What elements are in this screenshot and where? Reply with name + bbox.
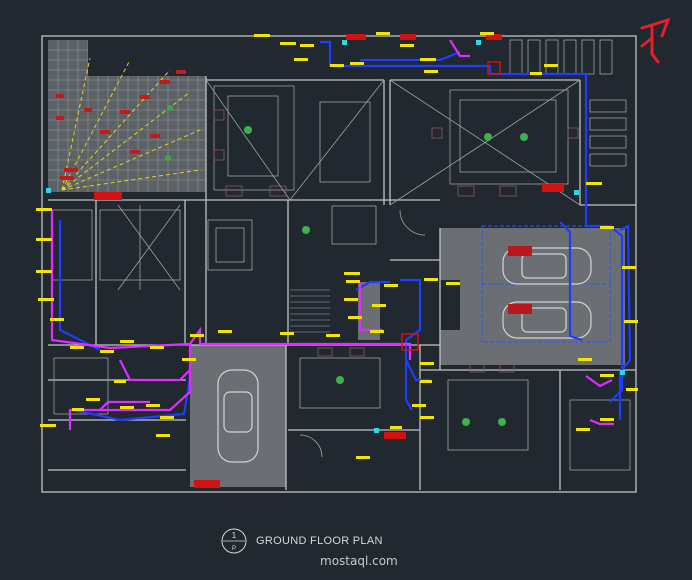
car-icon bbox=[217, 247, 592, 463]
view-number: 1 bbox=[232, 531, 237, 540]
fixture-blocks bbox=[94, 34, 564, 488]
garage-floor bbox=[190, 228, 625, 487]
annotation-tags bbox=[36, 32, 638, 459]
staircase bbox=[290, 289, 330, 333]
logo-icon bbox=[640, 17, 671, 64]
view-sheet: P bbox=[232, 546, 236, 552]
drawing-title: GROUND FLOOR PLAN bbox=[256, 535, 383, 547]
watermark: mostaql.com bbox=[320, 554, 398, 568]
plant-icon bbox=[244, 126, 528, 426]
terrace-tiles bbox=[48, 40, 206, 192]
plant-icon bbox=[165, 105, 173, 161]
view-marker: 1 P bbox=[221, 528, 247, 554]
drawing-caption: 1 P GROUND FLOOR PLAN bbox=[220, 526, 383, 556]
